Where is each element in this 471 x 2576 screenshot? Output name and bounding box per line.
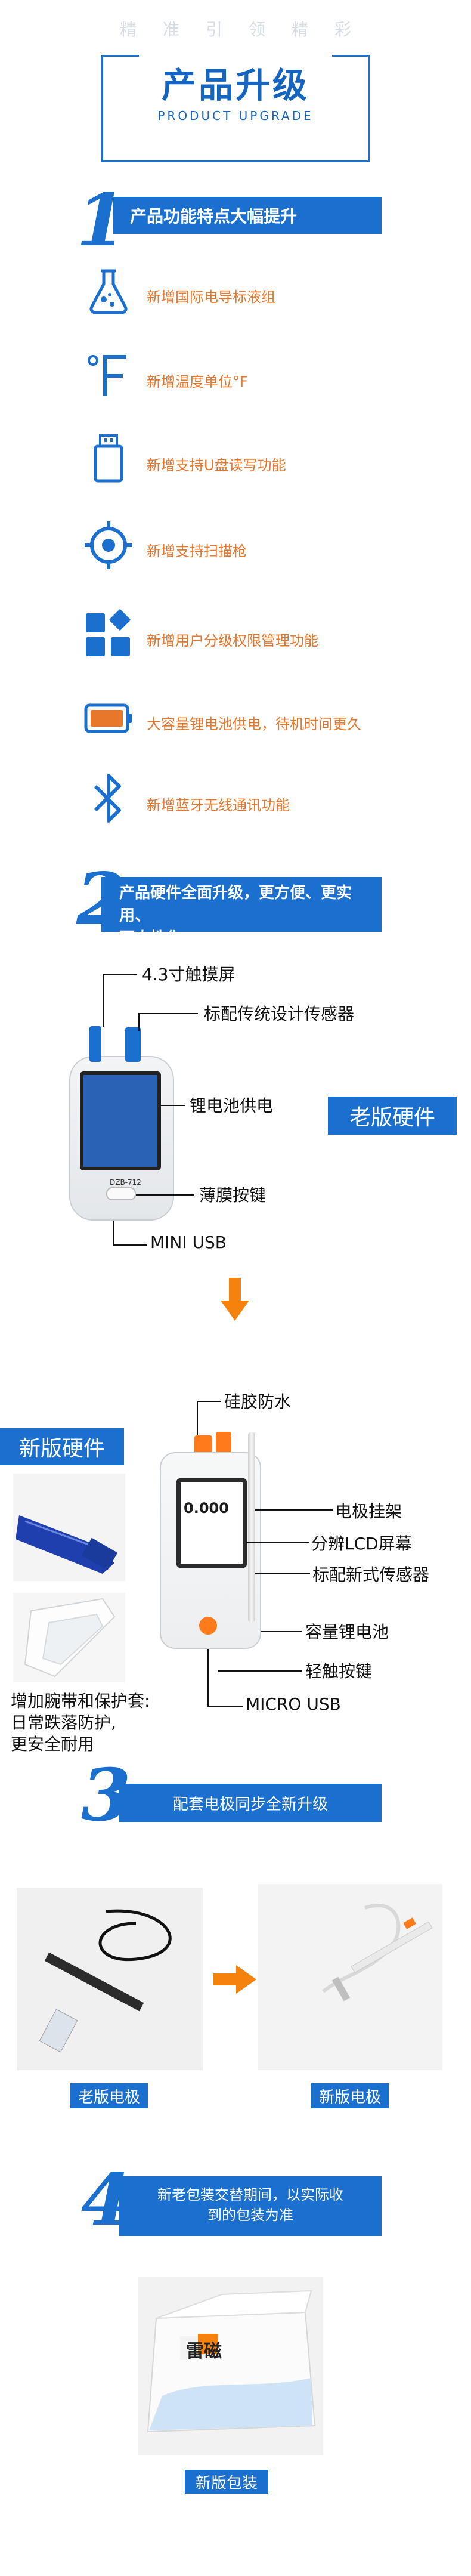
accessory-line: 日常跌落防护, (11, 1713, 116, 1732)
old-touch-screen (80, 1071, 161, 1170)
old-electrode-photo (17, 1888, 203, 2070)
section-heading-1: 产品功能特点大幅提升 (113, 197, 382, 234)
accessory-line: 增加腕带和保护套: (11, 1691, 150, 1711)
battery-icon (83, 693, 134, 743)
new-electrode-caption: 新版电极 (311, 2083, 389, 2108)
section-heading-4-line1: 新老包装交替期间，以实际收 (157, 2186, 343, 2203)
fahrenheit-icon (83, 350, 134, 400)
old-sensor-connector (89, 1026, 101, 1062)
callout-line (207, 1706, 243, 1707)
new-lcd-screen (176, 1478, 247, 1568)
new-package-caption: 新版包装 (185, 2470, 268, 2494)
callout-line (113, 1244, 147, 1246)
accessory-line: 更安全耐用 (11, 1734, 95, 1754)
package-brand: 雷磁 (186, 2341, 222, 2362)
feature-text: 大容量锂电池供电，待机时间更久 (147, 716, 361, 733)
title-frame (101, 55, 370, 162)
callout-line (161, 1105, 185, 1106)
new-callout-usb: MICRO USB (246, 1694, 341, 1714)
new-callout-lcd: 分辨LCD屏幕 (311, 1534, 412, 1553)
new-callout-holder: 电极挂架 (335, 1502, 402, 1521)
feature-text: 新增用户分级权限管理功能 (147, 632, 318, 649)
feature-text: 新增支持扫描枪 (147, 543, 247, 560)
new-callout-keys: 轻触按键 (305, 1661, 373, 1681)
feature-text: 新增国际电导标液组 (147, 289, 275, 305)
old-electrode-caption: 老版电极 (70, 2083, 148, 2108)
flask-icon (83, 266, 134, 316)
section-heading-4-line2: 到的包装为准 (207, 2207, 293, 2223)
callout-line (261, 1631, 302, 1632)
callout-line (255, 1509, 333, 1511)
callout-line (103, 974, 137, 975)
old-callout-keys: 薄膜按键 (199, 1185, 267, 1205)
callout-line (113, 1221, 114, 1244)
wristband-photo (13, 1474, 125, 1581)
callout-line (255, 1573, 310, 1574)
tagline: 精准引领精彩 (119, 20, 377, 39)
bluetooth-icon (83, 773, 134, 823)
section-heading-2: 产品硬件全面升级，更方便、更实用、 更人性化 (101, 877, 382, 947)
callout-line (136, 1194, 194, 1196)
new-hardware-label: 新版硬件 (0, 1428, 124, 1465)
page-subtitle: PRODUCT UPGRADE (157, 109, 314, 123)
old-callout-battery: 锂电池供电 (190, 1096, 274, 1116)
arrow-down-icon (221, 1278, 249, 1323)
old-membrane-key (106, 1187, 136, 1200)
accessory-description: 增加腕带和保护套: 日常跌落防护, 更安全耐用 (11, 1691, 150, 1755)
permission-grid-icon (83, 609, 134, 659)
callout-line (103, 974, 104, 1027)
old-callout-touchscreen: 4.3寸触摸屏 (142, 965, 235, 984)
new-tactile-key (199, 1617, 217, 1635)
new-callout-waterproof: 硅胶防水 (224, 1392, 292, 1411)
feature-text: 新增蓝牙无线通讯功能 (147, 797, 290, 814)
new-electrode-photo (258, 1884, 442, 2070)
callout-line (197, 1401, 198, 1435)
callout-line (138, 1013, 140, 1031)
callout-line (218, 1670, 302, 1672)
new-silicone-cap (216, 1432, 231, 1456)
callout-line (207, 1649, 209, 1706)
old-callout-usb: MINI USB (150, 1233, 227, 1252)
new-package-photo (138, 2277, 323, 2455)
section-heading-2-line1: 产品硬件全面升级，更方便、更实用、 (119, 884, 352, 925)
callout-line (247, 1542, 309, 1543)
old-sensor-connector (125, 1027, 141, 1062)
callout-line (197, 1401, 221, 1402)
page-title: 产品升级 (161, 65, 309, 106)
section-heading-4: 新老包装交替期间，以实际收 到的包装为准 (119, 2176, 382, 2236)
old-hardware-label: 老版硬件 (328, 1097, 457, 1135)
old-device-model: DZB-712 (110, 1178, 141, 1187)
new-electrode-probe (248, 1432, 255, 1623)
arrow-right-icon (213, 1965, 256, 1996)
usb-drive-icon (83, 433, 134, 483)
protective-case-photo (13, 1593, 125, 1682)
section-heading-3: 配套电极同步全新升级 (119, 1784, 382, 1822)
old-callout-sensor: 标配传统设计传感器 (204, 1004, 355, 1024)
new-callout-sensor: 标配新式传感器 (312, 1565, 430, 1584)
feature-text: 新增温度单位°F (147, 373, 248, 390)
new-screen-reading: 0.000 (184, 1500, 229, 1516)
feature-text: 新增支持U盘读写功能 (147, 457, 286, 474)
section-heading-2-line2: 更人性化 (119, 929, 182, 947)
scan-target-icon (83, 520, 134, 570)
new-callout-battery: 容量锂电池 (305, 1622, 389, 1642)
callout-line (138, 1013, 198, 1014)
